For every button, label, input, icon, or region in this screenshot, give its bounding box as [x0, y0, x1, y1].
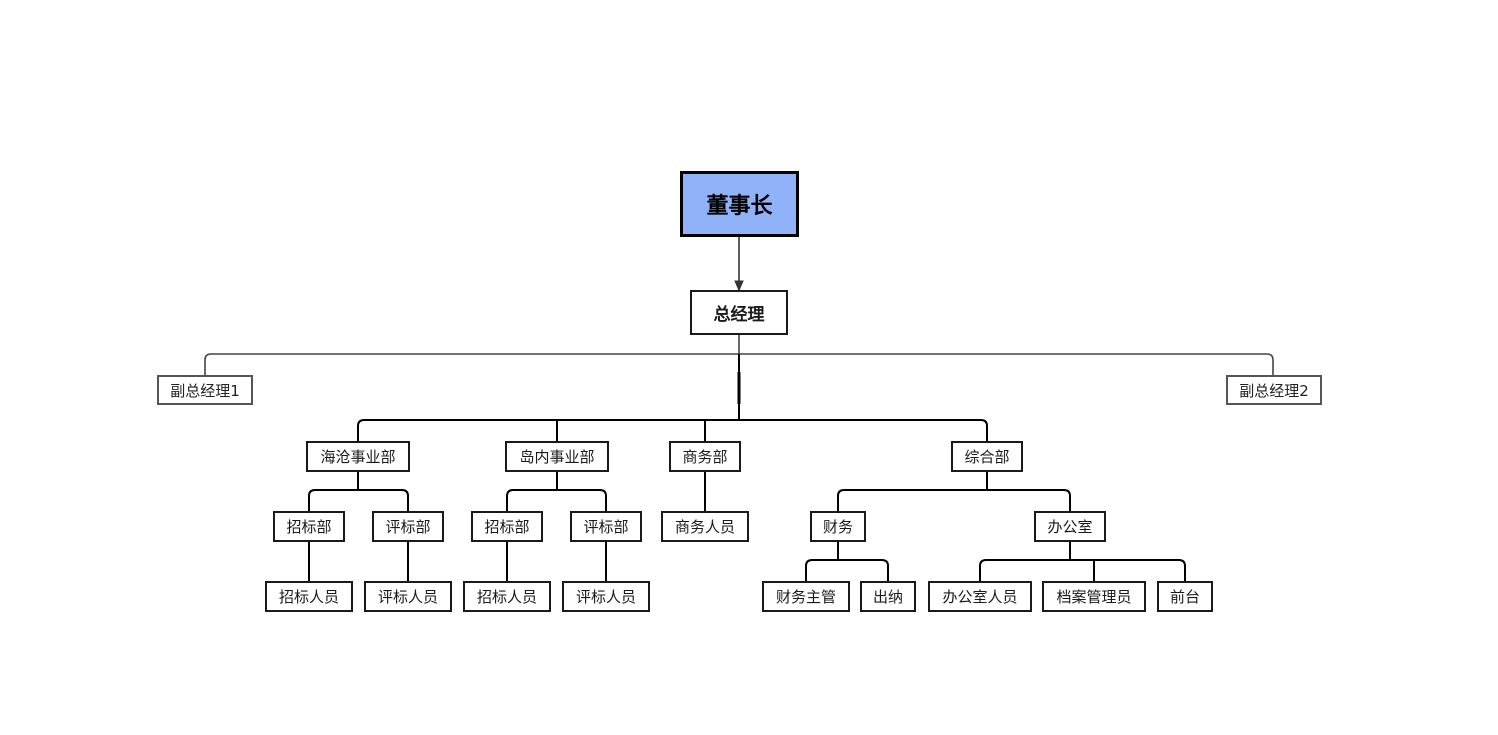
node-daonei-evaluation[interactable]: 评标部 [570, 511, 642, 542]
node-chairman[interactable]: 董事长 [680, 171, 799, 237]
node-haicang-bidding[interactable]: 招标部 [273, 511, 345, 542]
connector-general [837, 471, 1071, 511]
connector-haicang [308, 471, 409, 581]
node-finance[interactable]: 财务 [810, 511, 866, 542]
node-dept-haicang[interactable]: 海沧事业部 [306, 441, 410, 472]
node-finance-supervisor[interactable]: 财务主管 [762, 581, 850, 612]
node-daonei-bidding-staff[interactable]: 招标人员 [463, 581, 551, 612]
node-haicang-evaluation-staff[interactable]: 评标人员 [364, 581, 452, 612]
node-office-staff[interactable]: 办公室人员 [928, 581, 1032, 612]
node-vice-manager-2[interactable]: 副总经理2 [1226, 375, 1322, 405]
connector-gm-departments [357, 404, 988, 441]
node-dept-general[interactable]: 综合部 [951, 441, 1023, 472]
connector-daonei [506, 471, 607, 581]
connector-office [979, 541, 1186, 581]
node-vice-manager-1[interactable]: 副总经理1 [157, 375, 253, 405]
node-business-staff[interactable]: 商务人员 [661, 511, 749, 542]
node-office[interactable]: 办公室 [1034, 511, 1106, 542]
node-daonei-bidding[interactable]: 招标部 [471, 511, 543, 542]
connector-finance [805, 541, 889, 581]
node-haicang-evaluation[interactable]: 评标部 [372, 511, 444, 542]
node-cashier[interactable]: 出纳 [860, 581, 916, 612]
node-archive-manager[interactable]: 档案管理员 [1042, 581, 1146, 612]
node-haicang-bidding-staff[interactable]: 招标人员 [265, 581, 353, 612]
node-dept-business[interactable]: 商务部 [669, 441, 741, 472]
node-general-manager[interactable]: 总经理 [690, 290, 788, 335]
node-daonei-evaluation-staff[interactable]: 评标人员 [562, 581, 650, 612]
node-dept-daonei[interactable]: 岛内事业部 [505, 441, 609, 472]
node-reception[interactable]: 前台 [1157, 581, 1213, 612]
